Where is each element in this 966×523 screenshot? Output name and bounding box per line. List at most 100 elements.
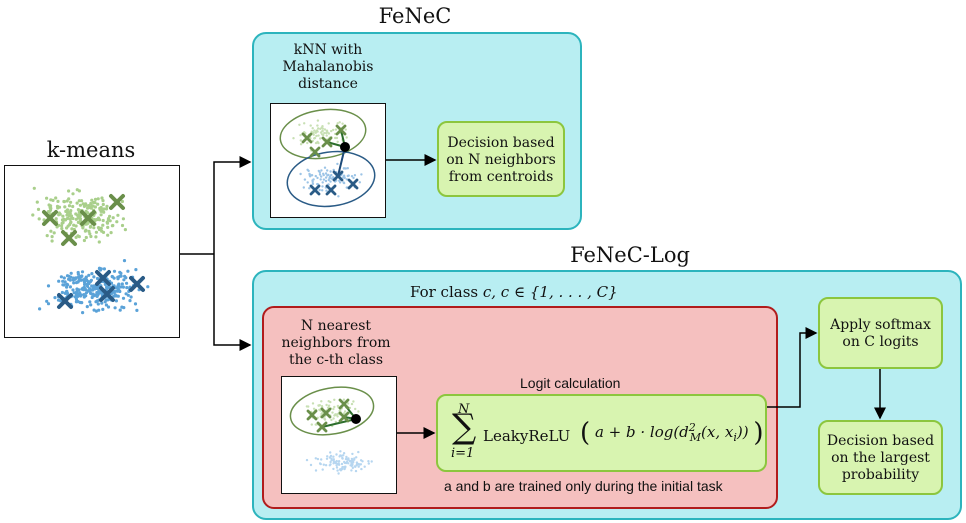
scatter-point [57,279,61,283]
scatter-point [86,289,90,293]
scatter-point [35,200,39,204]
scatter-point [299,143,303,146]
centroid-cross-icon [309,146,321,158]
scatter-point [82,204,86,208]
scatter-point [335,136,339,140]
scatter-point [311,182,315,186]
scatter-point [97,267,102,271]
nn-illustration [281,376,397,494]
scatter-point [314,469,318,472]
scatter-point [292,137,295,140]
centroid-cross-icon [129,276,145,292]
scatter-point [320,175,323,178]
scatter-point [63,205,67,209]
scatter-point [316,140,319,144]
scatter-point [299,139,302,142]
scatter-point [344,457,348,461]
scatter-point [100,196,104,200]
scatter-point [93,197,98,201]
scatter-point [340,462,344,466]
scatter-point [353,174,357,177]
scatter-point [80,270,85,274]
scatter-point [342,452,346,455]
scatter-point [327,132,331,135]
scatter-point [342,398,346,401]
sum-upper: N [458,402,470,417]
scatter-point [327,173,330,177]
fenec-title: FeNeC [378,4,452,28]
scatter-point [303,178,307,181]
scatter-point [47,203,51,207]
scatter-point [306,181,309,184]
fenec-log-decision-box: Decision based on the largest probabilit… [818,420,943,495]
scatter-point [74,224,78,228]
scatter-point [93,287,97,291]
centroid-cross-icon [335,124,347,136]
arrow-to-fenec-log [213,254,252,351]
scatter-point [321,185,324,188]
centroid-cross-icon [320,407,332,419]
scatter-point [99,226,103,230]
scatter-point [87,273,91,277]
scatter-point [71,192,75,196]
scatter-point [71,288,75,292]
scatter-point [341,457,344,460]
scatter-point [329,460,332,464]
scatter-point [89,201,93,206]
scatter-point [367,462,370,465]
scatter-point [118,289,122,294]
scatter-point [71,204,75,209]
scatter-point [334,420,337,424]
scatter-point [54,217,58,221]
centroid-cross-icon [338,411,350,423]
scatter-point [102,210,106,214]
scatter-point [308,187,311,190]
scatter-point [86,284,90,288]
scatter-point [60,290,64,295]
scatter-point [135,308,139,312]
scatter-point [50,235,54,239]
scatter-point [37,217,41,221]
scatter-point [121,217,125,221]
centroid-cross-icon [109,194,125,210]
scatter-point [126,269,130,273]
scatter-point [80,287,84,291]
scatter-point [346,402,350,405]
scatter-point [134,268,138,272]
scatter-point [351,463,354,466]
scatter-point [342,181,346,185]
scatter-point [312,407,316,410]
centroid-cross-icon [61,230,77,246]
scatter-point [65,208,70,212]
scatter-point [122,306,126,310]
scatter-point [72,281,76,285]
scatter-point [322,463,325,466]
scatter-point [61,283,65,287]
scatter-point [328,175,332,178]
scatter-point [360,173,363,176]
scatter-point [360,467,363,471]
scatter-point [125,281,129,285]
scatter-point [104,207,109,211]
scatter-point [80,301,84,305]
scatter-point [82,293,86,297]
formula-body: ( a + b · log(d2M(x, xi)) ) [580,418,764,448]
scatter-point [349,464,352,467]
scatter-point [343,176,346,179]
scatter-point [96,197,100,201]
scatter-point [337,472,340,475]
scatter-point [310,423,313,426]
scatter-point [95,276,100,281]
scatter-point [323,131,326,135]
scatter-point [56,199,60,203]
arrow-to-fenec [213,156,252,254]
scatter-point [101,223,105,227]
nn-label: N nearest neighbors from the c-th class [281,318,391,368]
scatter-point [75,201,79,205]
scatter-point [124,276,128,280]
scatter-point [57,213,61,217]
scatter-point [71,216,75,221]
kmeans-title: k-means [46,138,136,162]
scatter-point [319,137,322,140]
scatter-point [49,229,53,233]
